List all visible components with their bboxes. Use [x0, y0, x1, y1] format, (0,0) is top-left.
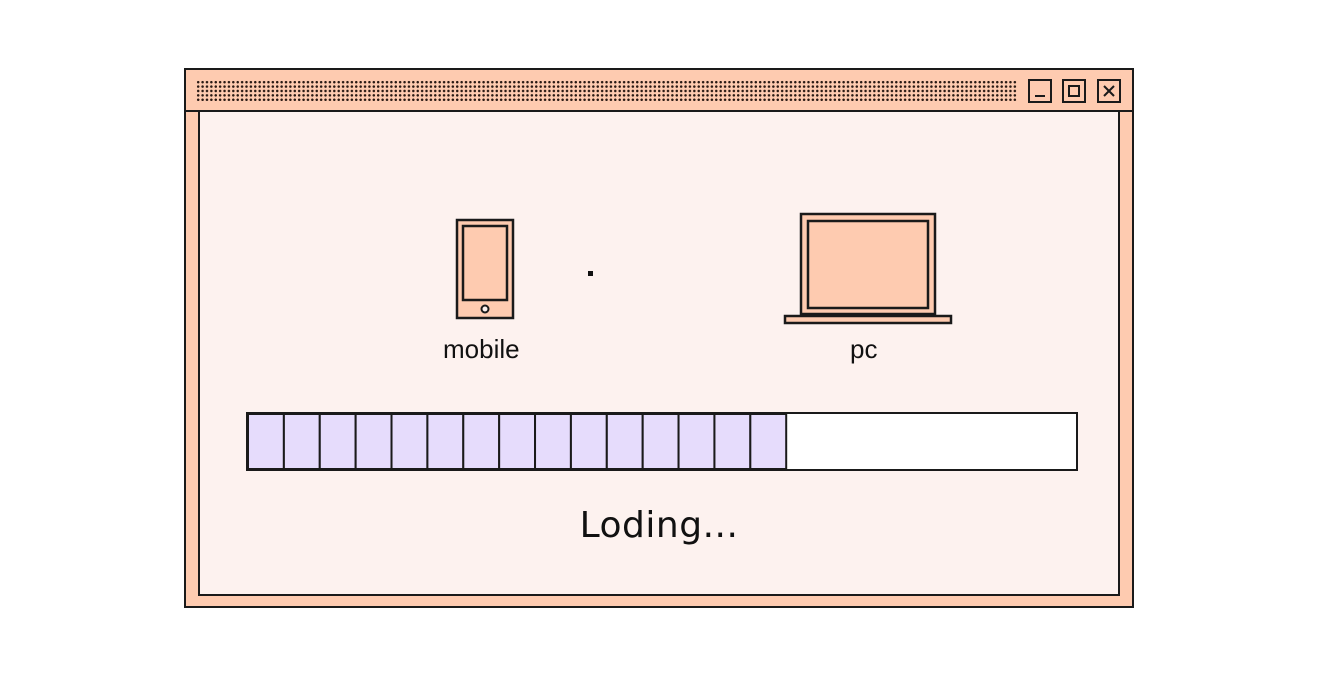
- title-bar[interactable]: [186, 70, 1132, 112]
- progress-segment: [390, 414, 429, 469]
- title-bar-dot-pattern: [196, 80, 1018, 102]
- close-icon: [1103, 85, 1115, 97]
- mobile-phone-icon: [455, 218, 515, 325]
- progress-segment: [641, 414, 680, 469]
- maximize-button[interactable]: [1062, 79, 1086, 103]
- loading-window: mobile pc Loding...: [184, 68, 1134, 608]
- progress-segment: [534, 414, 572, 469]
- progress-segment: [282, 414, 321, 469]
- progress-segment: [713, 414, 752, 469]
- progress-segments: [248, 414, 788, 469]
- pc-label: pc: [850, 334, 878, 364]
- laptop-icon: [783, 212, 955, 333]
- separator-dot: [588, 271, 593, 276]
- progress-segment: [749, 414, 788, 469]
- loading-status-text: Loding...: [579, 505, 739, 546]
- progress-segment: [677, 414, 716, 469]
- progress-segment: [605, 414, 644, 469]
- minimize-icon: [1035, 95, 1045, 97]
- maximize-icon: [1068, 85, 1080, 97]
- progress-segment: [426, 414, 465, 469]
- progress-bar: [246, 412, 1078, 471]
- progress-segment: [354, 414, 393, 469]
- minimize-button[interactable]: [1028, 79, 1052, 103]
- window-content: mobile pc Loding...: [198, 112, 1120, 596]
- progress-segment: [318, 414, 357, 469]
- progress-segment: [498, 414, 537, 469]
- close-button[interactable]: [1097, 79, 1121, 103]
- mobile-label: mobile: [443, 334, 520, 364]
- progress-segment: [248, 414, 285, 469]
- progress-segment: [569, 414, 608, 469]
- progress-segment: [462, 414, 501, 469]
